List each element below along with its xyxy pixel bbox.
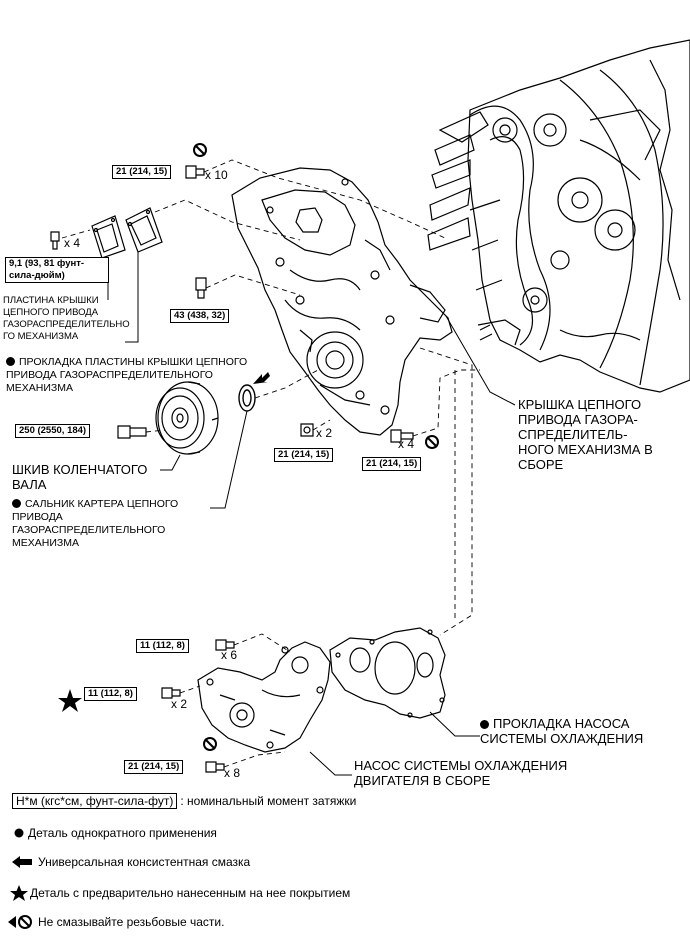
label-water-pump: НАСОС СИСТЕМЫ ОХЛАЖДЕНИЯ ДВИГАТЕЛЯ В СБО… [354,758,568,788]
engine-block-drawing [427,39,690,393]
single-use-dot-icon [14,828,24,838]
label-crankshaft-pulley: ШКИВ КОЛЕНЧАТОГО ВАЛА [12,462,148,492]
label-pump-gasket-text: ПРОКЛАДКА НАСОСА СИСТЕМЫ ОХЛАЖДЕНИЯ [480,716,644,746]
grease-arrow-legend-icon [12,856,32,868]
qty-cover-nuts: x 2 [316,426,333,440]
no-oil-legend-icon [8,915,32,929]
label-pump-gasket: ПРОКЛАДКА НАСОСА СИСТЕМЫ ОХЛАЖДЕНИЯ [480,716,675,746]
torque-cover-bolts: 21 (214, 15) [362,457,422,471]
legend-single-use: Деталь однократного применения [28,826,217,840]
no-oil-icon [193,143,207,157]
torque-pump-bolts-6: 11 (112, 8) [136,639,189,653]
qty-pump-bolts-2: x 2 [171,697,188,711]
bolts [50,165,414,773]
torque-cover-nuts: 21 (214, 15) [274,448,334,462]
single-use-dot-icon [6,357,15,366]
torque-pulley-bolt: 250 (2550, 184) [15,424,91,438]
legend-grease: Универсальная консистентная смазка [38,855,251,869]
label-chain-cover-plate: ПЛАСТИНА КРЫШКИ ЦЕПНОГО ПРИВОДА ГАЗОРАСП… [3,295,130,342]
precoated-star-icon [58,689,82,712]
water-pump-drawing [197,641,331,753]
label-plate-gasket: ПРОКЛАДКА ПЛАСТИНЫ КРЫШКИ ЦЕПНОГО ПРИВОД… [6,356,261,395]
legend-torque-units: Н*м (кгс*см, фунт-сила-фут): номинальный… [12,793,357,809]
water-pump-gasket-drawing [329,627,446,719]
legend-unit-desc: : номинальный момент затяжки [180,794,357,808]
torque-cover-bolt: 43 (438, 32) [170,309,230,323]
single-use-dot-icon [480,720,489,729]
single-use-dot-icon [12,499,21,508]
grease-arrow-icon [253,372,270,384]
torque-plate-bolts: 9,1 (93, 81 фунт-сила-дюйм) [5,257,109,283]
precoated-star-legend-icon [10,885,28,901]
timing-chain-cover-drawing [231,167,453,436]
qty-cover-bolts: x 4 [398,437,415,451]
torque-top-cover: 21 (214, 15) [112,165,172,179]
legend-precoated: Деталь с предварительно нанесенным на не… [30,886,351,900]
label-plate-gasket-text: ПРОКЛАДКА ПЛАСТИНЫ КРЫШКИ ЦЕПНОГО ПРИВОД… [6,356,248,394]
label-timing-chain-cover: КРЫШКА ЦЕПНОГО ПРИВОДА ГАЗОРА-СПРЕДЕЛИТЕ… [518,397,653,472]
legend-no-oil: Не смазывайте резьбовые части. [38,915,225,929]
no-oil-icon [203,737,217,751]
qty-pump-bolts-8: x 8 [224,766,241,780]
legend-unit-box: Н*м (кгс*см, фунт-сила-фут) [12,793,178,809]
qty-top-cover: x 10 [205,168,228,182]
crankshaft-pulley-drawing [155,381,219,455]
assembly-leaders [61,159,480,768]
qty-pump-bolts-6: x 6 [221,648,238,662]
label-oil-seal: САЛЬНИК КАРТЕРА ЦЕПНОГО ПРИВОДА ГАЗОРАСП… [12,498,217,550]
qty-plate-bolts: x 4 [64,236,81,250]
no-oil-icon [425,435,439,449]
plate-and-gasket-drawing [91,207,163,259]
torque-pump-bolts-8: 21 (214, 15) [124,760,184,774]
torque-pump-bolts-2: 11 (112, 8) [84,687,137,701]
label-oil-seal-text: САЛЬНИК КАРТЕРА ЦЕПНОГО ПРИВОДА ГАЗОРАСП… [12,498,179,549]
